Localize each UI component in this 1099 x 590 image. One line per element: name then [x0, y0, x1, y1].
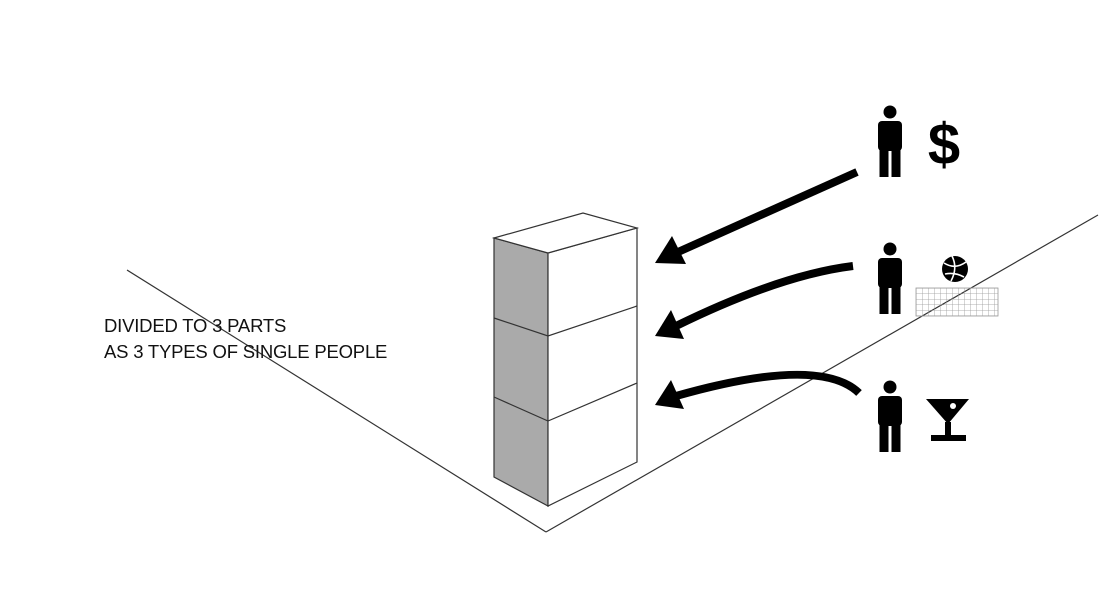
volleyball-net-icon [915, 255, 999, 317]
volleyball-icon [942, 255, 968, 282]
dollar-icon: $ [928, 112, 960, 177]
caption-line-2: AS 3 TYPES OF SINGLE PEOPLE [104, 341, 388, 362]
single-person-nightlife [878, 380, 969, 452]
person-icon [878, 105, 902, 177]
caption-line-1: DIVIDED TO 3 PARTS [104, 315, 287, 336]
building-top-face [491, 212, 640, 254]
building-part-dividers [493, 305, 638, 422]
divider-lower [493, 382, 638, 422]
single-person-sports [878, 242, 999, 317]
single-person-money: $ [878, 105, 960, 177]
diagram-caption: DIVIDED TO 3 PARTS AS 3 TYPES OF SINGLE … [104, 313, 387, 365]
cocktail-glass-icon [926, 399, 969, 441]
person-icon [878, 242, 902, 314]
building-side-face [493, 237, 549, 508]
divider-upper [493, 305, 638, 337]
arrow-middle [655, 262, 854, 339]
arrow-top [655, 168, 859, 264]
building [491, 212, 640, 508]
building-front-face [547, 227, 638, 507]
arrow-bottom [655, 370, 862, 409]
ground-line-left [126, 269, 547, 533]
arrows [655, 168, 862, 409]
person-icon [878, 380, 902, 452]
